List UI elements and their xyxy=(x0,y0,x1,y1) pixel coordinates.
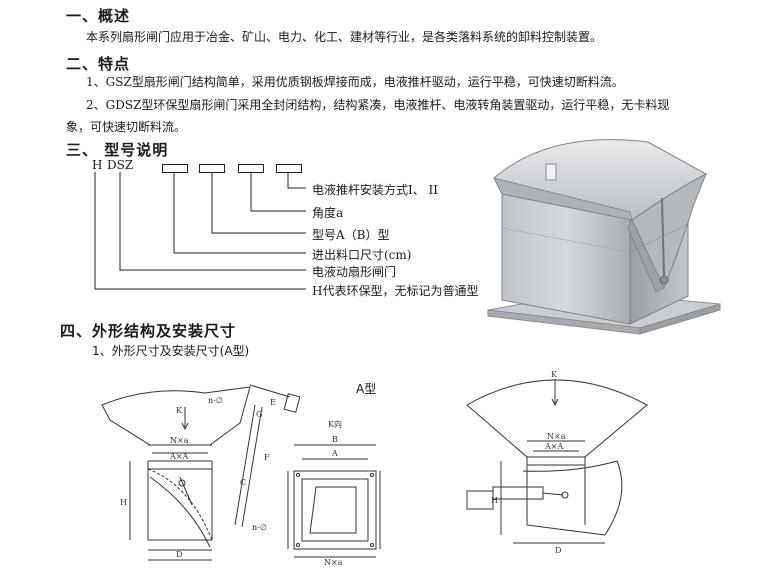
side-view-nxa-label: N×a xyxy=(170,436,189,445)
section-view-d-label: D xyxy=(555,546,561,555)
side-view-k-label: K xyxy=(176,406,183,415)
model-label-6: H代表环保型，无标记为普通型 xyxy=(312,284,479,298)
side-view-drawing: K n-∅ N×a A×A H D C F E G n-∅ xyxy=(101,384,301,561)
section-view-drawing: K N×a A×A H D xyxy=(466,370,648,555)
k-view-a-label: A xyxy=(331,449,338,458)
model-heading: 三、 型号说明 xyxy=(66,141,169,159)
overview-text: 本系列扇形闸门应用于冶金、矿山、电力、化工、建材等行业，是各类落料系统的卸料控制… xyxy=(86,30,603,44)
side-view-h-label: H xyxy=(120,498,127,507)
model-label-2: 角度a xyxy=(312,206,344,220)
side-view-g-label: G xyxy=(256,410,262,419)
k-view-b-label: B xyxy=(332,435,338,444)
model-code-box-2 xyxy=(199,164,225,173)
features-item-1: 1、GSZ型扇形闸门结构简单，采用优质钢板焊接而成，电液推杆驱动，运行平稳，可快… xyxy=(86,75,624,89)
features-item-2-line-2: 象，可快速切断料流。 xyxy=(66,120,187,134)
features-heading: 二、特点 xyxy=(66,55,131,73)
side-view-nphi-label-2: n-∅ xyxy=(252,523,267,532)
section-view-axa-label: A×A xyxy=(544,442,563,451)
side-view-c-label: C xyxy=(240,478,246,487)
model-label-1: 电液推杆安装方式I、 II xyxy=(312,183,439,197)
side-view-f-label: F xyxy=(264,453,270,462)
k-view-nxa-label: N×a xyxy=(324,558,343,567)
model-label-4: 进出料口尺寸(cm) xyxy=(312,248,412,262)
model-label-5: 电液动扇形闸门 xyxy=(312,265,397,279)
model-code-box-1 xyxy=(162,164,188,173)
side-view-nphi-label: n-∅ xyxy=(208,396,223,405)
model-code-box-3 xyxy=(238,164,264,173)
drawing-title: A型 xyxy=(356,382,377,396)
model-code-box-4 xyxy=(276,164,302,173)
k-view-drawing: K向 B A N×a xyxy=(287,419,381,567)
model-label-3: 型号A（B）型 xyxy=(312,228,390,242)
structure-subheading: 1、外形尺寸及安装尺寸(A型) xyxy=(92,344,250,358)
overview-heading: 一、概述 xyxy=(66,7,131,25)
model-prefix-h: H xyxy=(92,158,103,172)
side-view-e-label: E xyxy=(270,398,276,407)
side-view-axa-label: A×A xyxy=(169,452,188,461)
section-view-nxa-label: N×a xyxy=(547,432,566,441)
side-view-d-label: D xyxy=(176,550,182,559)
section-view-h-label: H xyxy=(491,496,498,505)
gate-product-photo xyxy=(487,139,721,335)
structure-heading: 四、外形结构及安装尺寸 xyxy=(60,322,237,340)
features-item-2-line-1: 2、GDSZ型环保型扇形闸门采用全封闭结构，结构紧凑，电液推杆、电液转角装置驱动… xyxy=(86,98,670,112)
model-prefix-dsz: DSZ xyxy=(107,158,134,172)
k-view-title: K向 xyxy=(328,419,342,429)
section-view-k-label: K xyxy=(551,370,558,379)
model-code-leader-lines xyxy=(94,172,306,290)
